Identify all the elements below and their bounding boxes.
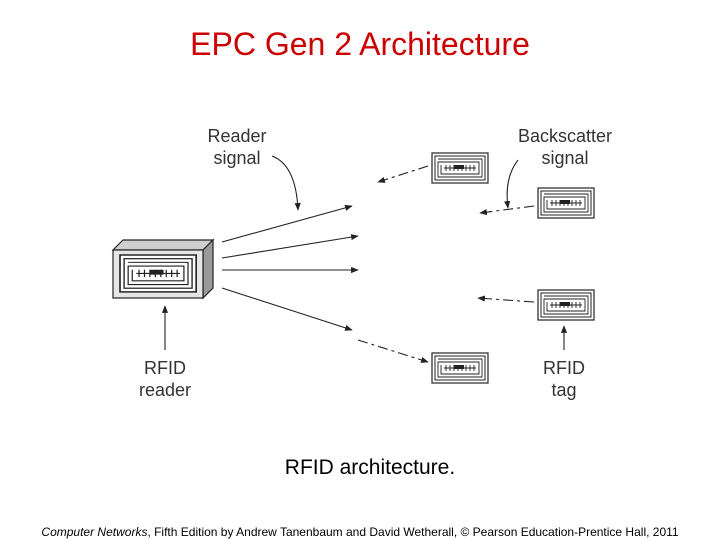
rfid-tag-4	[431, 352, 489, 384]
backscatter-callout	[504, 159, 519, 209]
rfid-reader	[111, 238, 215, 300]
reader-arrow-mid	[221, 234, 359, 259]
slide-title: EPC Gen 2 Architecture	[190, 26, 530, 62]
reader-signal-callout	[271, 155, 301, 211]
backscatter-arrows	[357, 165, 535, 363]
figure-caption: RFID architecture.	[284, 456, 456, 479]
reader-arrow-to-tag-4	[357, 339, 429, 363]
rfid-tag-1	[431, 152, 489, 184]
footer-citation-rest: , Fifth Edition by Andrew Tanenbaum and …	[147, 525, 679, 539]
reader-signal-label: Reader signal	[207, 126, 267, 168]
footer-book-title: Computer Networks	[41, 525, 148, 539]
backscatter-arrow-2	[479, 205, 535, 216]
backscatter-arrow-1	[377, 165, 429, 183]
rfid-tag-2	[537, 187, 595, 219]
rfid-tag-3	[537, 289, 595, 321]
reader-arrow-down	[221, 287, 353, 331]
backscatter-arrow-3	[477, 295, 535, 303]
reader-arrow-up	[221, 204, 353, 243]
callout-arrows	[161, 155, 568, 350]
backscatter-signal-label: Backscatter signal	[517, 126, 613, 168]
rfid-tag-label: RFID tag	[543, 358, 585, 400]
footer-citation: Computer Networks, Fifth Edition by Andr…	[0, 525, 720, 539]
rfid-reader-label: RFID reader	[138, 358, 192, 400]
reader-signal-arrows	[221, 204, 359, 331]
